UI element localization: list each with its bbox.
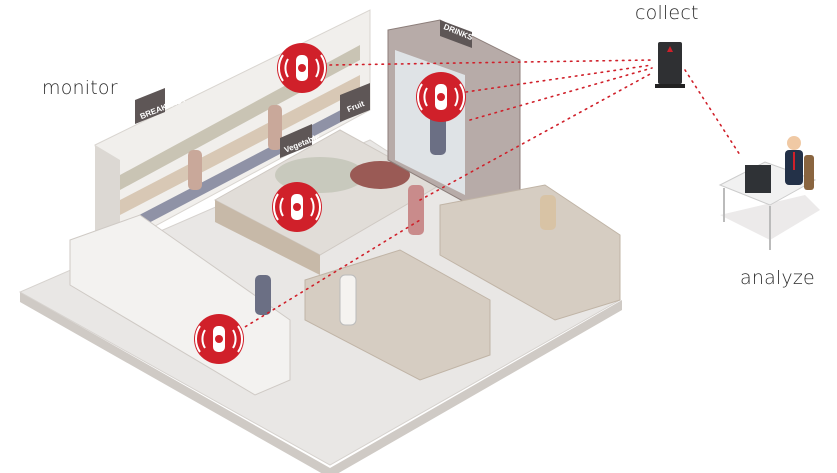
fruits (350, 161, 410, 189)
sensor-icon (416, 72, 466, 122)
label-collect: collect (635, 2, 699, 24)
analyst-workstation (718, 136, 820, 250)
data-collector-device (655, 42, 685, 88)
sensor-icon (272, 182, 322, 232)
sensor-icon (194, 314, 244, 364)
wireless-links (239, 59, 741, 331)
sensor-icon (277, 43, 327, 93)
label-analyze: analyze (740, 267, 815, 289)
shelf-unit-front (95, 145, 120, 245)
sign-fruit: Fruit (340, 83, 370, 122)
checkout-counter-1 (439, 184, 621, 321)
label-monitor: monitor (42, 77, 118, 99)
produce-island-side (215, 200, 320, 275)
